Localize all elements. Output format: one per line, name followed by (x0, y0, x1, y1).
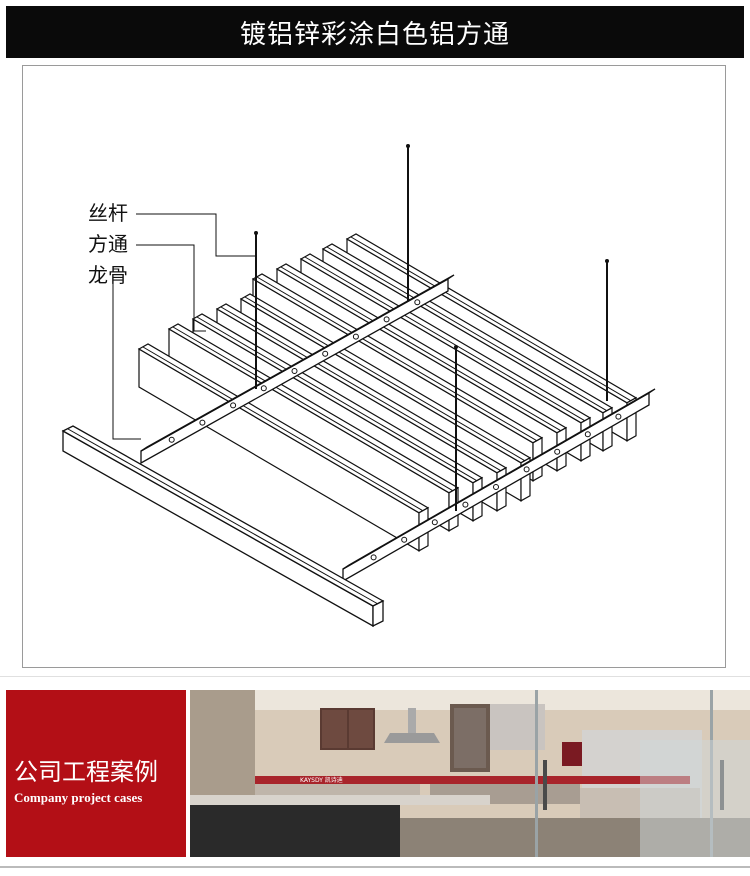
glass-door-icon (535, 690, 750, 857)
page-title: 镀铝锌彩涂白色铝方通 (239, 19, 510, 50)
tube-slat-2-inner (304, 256, 586, 422)
range-hood-icon (384, 708, 440, 743)
cases-title-en: Company project cases (14, 790, 143, 805)
keel-beam-upper-hole-8 (383, 316, 390, 323)
label-tube: 方通 (88, 232, 128, 256)
diagram-svg (61, 144, 656, 628)
keel-beam-lower-top (342, 388, 656, 570)
bottom-divider (0, 866, 750, 868)
keel-beam-lower-hole-2 (401, 536, 408, 543)
keel-beam-lower-hole-7 (554, 448, 561, 455)
keel-beam-upper-hole-1 (168, 436, 175, 443)
leader-tube (136, 244, 206, 332)
rod-cap-3 (454, 345, 458, 349)
keel-beam-upper-hole-5 (291, 368, 298, 374)
rod-cap-1 (254, 231, 258, 235)
keel-beam-upper-hole-6 (322, 350, 329, 357)
store-sign: KAYSDY 凯诗迪 (300, 776, 343, 784)
section-divider (0, 676, 750, 677)
loose-slat-groove (67, 428, 379, 605)
cases-banner: 公司工程案例 Company project cases (6, 690, 186, 857)
tube-slat-1-inner (326, 246, 608, 412)
keel-beam-lower-hole-1 (370, 554, 377, 561)
tube-slat-7-inner (196, 316, 478, 482)
title-bar: 镀铝锌彩涂白色铝方通 (6, 6, 744, 58)
keel-beam-lower-hole-6 (523, 466, 530, 473)
project-photo: KAYSDY 凯诗迪 (190, 690, 750, 857)
keel-beam-lower-hole-3 (431, 519, 438, 526)
label-keel: 龙骨 (88, 263, 128, 287)
rod-cap-0 (406, 144, 410, 148)
tube-slat-6-inner (220, 306, 502, 472)
tube-slat-0-inner (350, 236, 632, 402)
loose-slat-end (372, 599, 384, 628)
rod-cap-2 (605, 259, 609, 263)
keel-beam-upper-hole-9 (414, 299, 421, 306)
keel-beam-upper-top (140, 274, 455, 452)
tube-slat-9-inner (142, 346, 424, 512)
keel-beam-upper-hole-4 (260, 385, 267, 392)
cases-title-zh: 公司工程案例 (14, 758, 158, 786)
tube-slat-4-inner (256, 276, 538, 442)
label-rod: 丝杆 (88, 201, 128, 225)
keel-beam-upper-hole-2 (199, 419, 206, 426)
tube-slat-8-inner (172, 326, 454, 492)
leader-rod (136, 213, 255, 257)
cabinet-icon (320, 704, 545, 772)
keel-beam-upper-hole-3 (230, 402, 237, 409)
tube-slat-5-inner (244, 296, 526, 462)
installation-diagram (22, 65, 726, 668)
keel-beam-lower-hole-9 (615, 413, 622, 420)
leader-keel (112, 277, 141, 440)
keel-beam-lower-hole-8 (584, 431, 591, 438)
keel-beam-lower-hole-5 (493, 484, 499, 490)
keel-beam-upper-hole-7 (352, 333, 359, 340)
keel-beam-lower-hole-4 (462, 501, 469, 508)
tube-slat-3-inner (280, 266, 562, 432)
